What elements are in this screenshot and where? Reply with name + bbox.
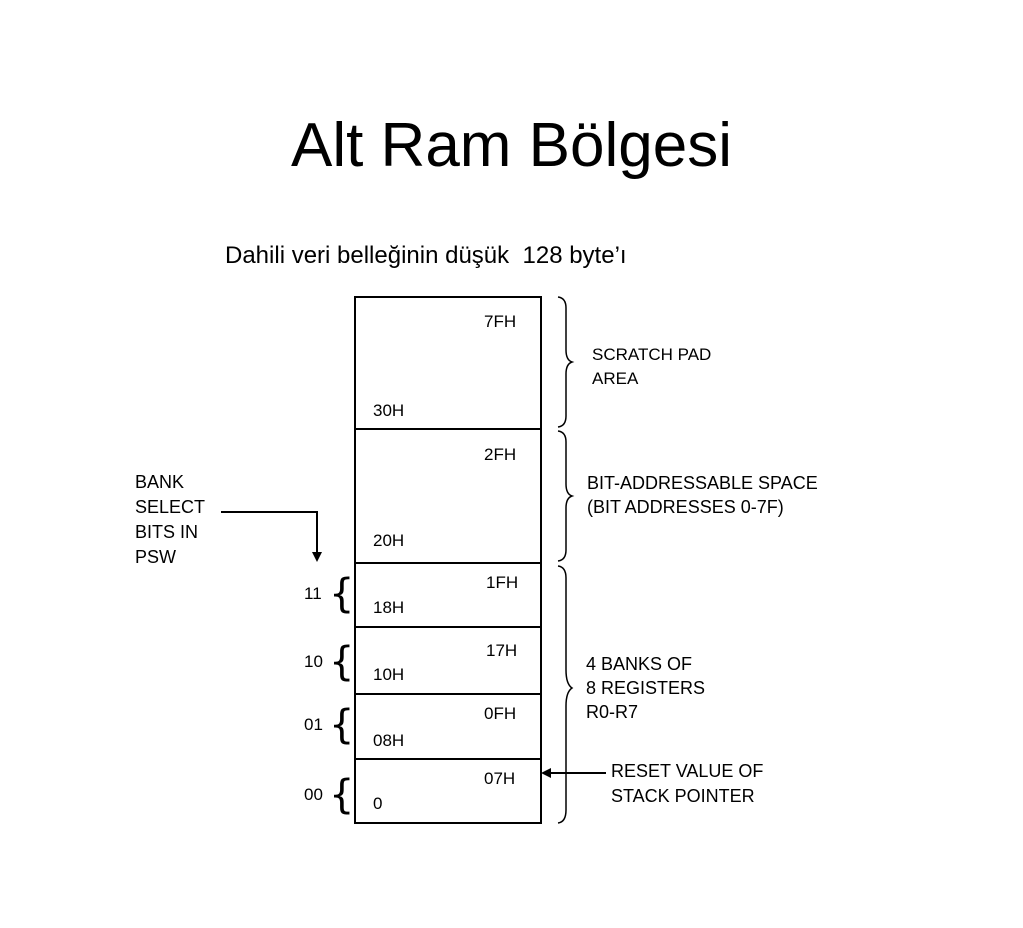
addr-07h: 07H bbox=[484, 769, 515, 788]
banks-label-line2: 8 REGISTERS bbox=[586, 678, 705, 698]
addr-08h: 08H bbox=[373, 731, 404, 750]
bit-label-line2: (BIT ADDRESSES 0-7F) bbox=[587, 497, 784, 517]
bank-select-line4: PSW bbox=[135, 547, 176, 567]
addr-30h: 30H bbox=[373, 401, 404, 420]
left-brace-01: { bbox=[329, 702, 354, 748]
addr-0fh: 0FH bbox=[484, 704, 516, 723]
brace-bit bbox=[557, 430, 575, 562]
bank-select-line1: BANK bbox=[135, 472, 184, 492]
bank-select-line3: BITS IN bbox=[135, 522, 198, 542]
bank-code-00: 00 bbox=[304, 785, 323, 804]
brace-banks bbox=[557, 565, 574, 824]
bank-select-arrow-head bbox=[312, 552, 322, 562]
bank-select-arrow-line bbox=[221, 511, 318, 552]
addr-10h: 10H bbox=[373, 665, 404, 684]
addr-20h: 20H bbox=[373, 531, 404, 550]
banks-label-line1: 4 BANKS OF bbox=[586, 654, 692, 674]
reset-arrow-head bbox=[541, 768, 551, 778]
slide-title: Alt Ram Bölgesi bbox=[290, 111, 733, 180]
left-brace-11: { bbox=[329, 571, 354, 617]
banks-label-line3: R0-R7 bbox=[586, 702, 638, 722]
scratch-label-line1: SCRATCH PAD bbox=[592, 345, 711, 364]
bank-code-01: 01 bbox=[304, 715, 323, 734]
reset-label-line2: STACK POINTER bbox=[611, 786, 755, 806]
addr-2fh: 2FH bbox=[484, 445, 516, 464]
slide-subtitle: Dahili veri belleğinin düşük 128 byte’ı bbox=[225, 242, 627, 269]
left-brace-00: { bbox=[329, 772, 354, 818]
brace-scratch bbox=[557, 296, 575, 428]
bank-select-line2: SELECT bbox=[135, 497, 205, 517]
scratch-label-line2: AREA bbox=[592, 369, 639, 388]
addr-1fh: 1FH bbox=[486, 573, 518, 592]
bank-code-10: 10 bbox=[304, 652, 323, 671]
addr-7fh: 7FH bbox=[484, 312, 516, 331]
memory-map-outline bbox=[354, 296, 542, 824]
reset-label-line1: RESET VALUE OF bbox=[611, 761, 763, 781]
addr-0: 0 bbox=[373, 794, 382, 813]
left-brace-10: { bbox=[329, 639, 354, 685]
bit-label-line1: BIT-ADDRESSABLE SPACE bbox=[587, 473, 818, 493]
bank-code-11: 11 bbox=[304, 584, 322, 603]
addr-17h: 17H bbox=[486, 641, 517, 660]
addr-18h: 18H bbox=[373, 598, 404, 617]
